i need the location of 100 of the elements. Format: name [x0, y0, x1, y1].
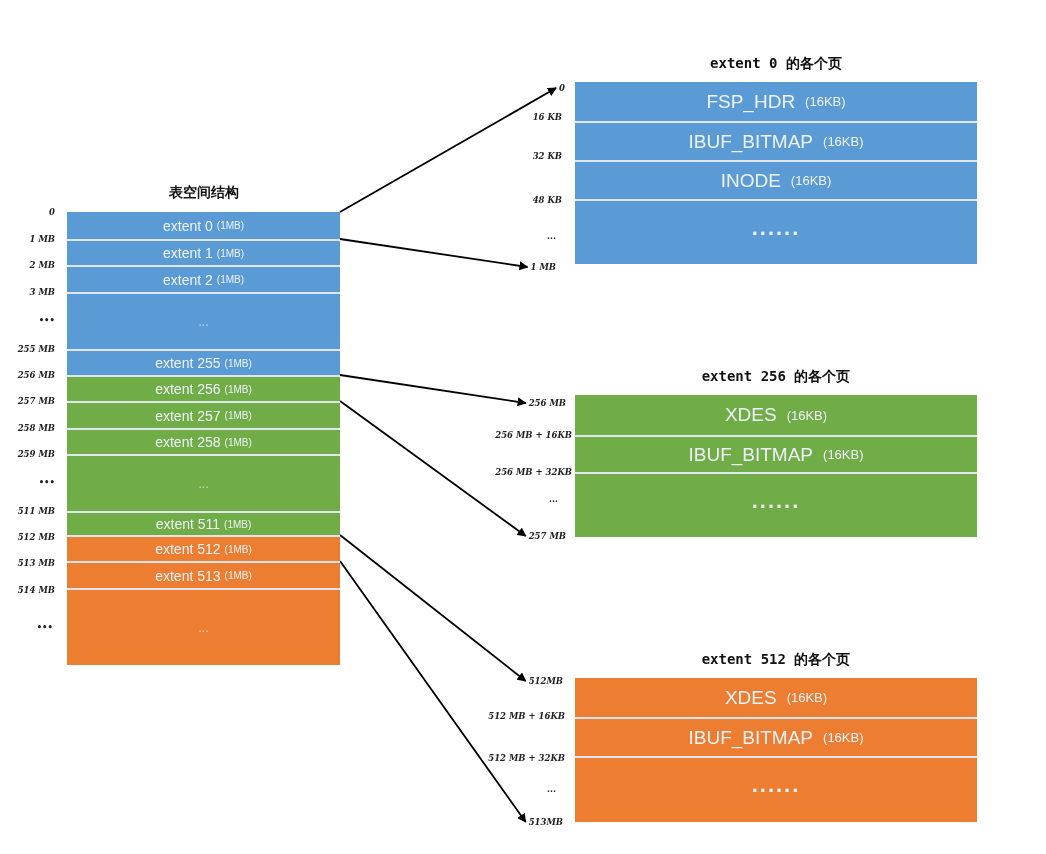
offset-label: 257 MB	[528, 531, 566, 541]
page-row	[575, 435, 977, 472]
arrow	[339, 87, 557, 213]
page-row	[575, 82, 977, 121]
row-label: INODE	[720, 169, 781, 192]
page-row	[575, 717, 977, 756]
arrow	[339, 400, 527, 537]
offset-label: 256 MB + 16KB	[495, 430, 572, 440]
section-heading: extent 512 的各个页	[700, 651, 852, 669]
arrow	[339, 374, 527, 407]
offset-label: 259 MB	[17, 449, 55, 459]
offset-label: 512 MB	[17, 532, 55, 542]
page-row	[575, 160, 977, 199]
extent-row	[67, 535, 340, 561]
size-label: (1MB)	[224, 543, 252, 555]
offset-label: 3 MB	[29, 287, 55, 297]
offset-label: •••	[38, 315, 55, 325]
size-label: (1MB)	[224, 436, 252, 448]
row-label: ......	[751, 487, 801, 514]
offset-label: 512 MB + 32KB	[488, 753, 565, 763]
size-label: (1MB)	[224, 357, 252, 369]
row-label: XDES	[724, 404, 777, 426]
size-label: (1MB)	[224, 570, 252, 581]
section-heading: extent 256 的各个页	[700, 368, 852, 386]
offset-label: 511 MB	[17, 506, 55, 516]
size-label: (1MB)	[216, 274, 245, 285]
row-label: extent 258	[155, 434, 221, 450]
offset-label: 255 MB	[17, 344, 55, 354]
page-row	[575, 678, 977, 717]
offset-label: ...	[549, 494, 558, 504]
size-label: (16KB)	[786, 407, 828, 423]
row-label: extent 257	[155, 407, 221, 424]
size-label: (16KB)	[790, 173, 832, 188]
extent-row	[67, 454, 340, 511]
offset-label: 2 MB	[29, 260, 55, 270]
extent-row	[67, 239, 340, 265]
offset-label: 0	[559, 83, 565, 93]
row-label: extent 1	[162, 245, 213, 261]
offset-label: 514 MB	[17, 585, 55, 595]
size-label: (1MB)	[224, 383, 252, 395]
offset-label: 0	[49, 207, 55, 217]
extent-row	[67, 428, 340, 454]
offset-label: 256 MB + 32KB	[495, 467, 572, 477]
row-label: ...	[198, 476, 209, 491]
offset-label: 258 MB	[17, 423, 55, 433]
extent-row	[67, 511, 340, 535]
extent-row	[67, 265, 340, 292]
arrow	[339, 238, 529, 271]
size-label: (1MB)	[224, 410, 252, 421]
row-label: extent 2	[162, 271, 213, 288]
row-label: extent 513	[155, 567, 221, 584]
offset-label: •••	[36, 622, 53, 632]
offset-label: 513 MB	[17, 558, 55, 568]
extent-row	[67, 561, 340, 588]
offset-label: 256 MB	[528, 398, 566, 408]
offset-label: 16 KB	[532, 112, 562, 122]
row-label: IBUF_BITMAP	[688, 443, 814, 466]
row-label: ......	[751, 772, 801, 798]
size-label: (16KB)	[805, 94, 846, 109]
row-label: IBUF_BITMAP	[688, 726, 814, 749]
size-label: (1MB)	[216, 247, 245, 259]
size-label: (16KB)	[823, 447, 864, 462]
size-label: (1MB)	[224, 518, 252, 530]
page-row	[575, 395, 977, 435]
size-label: (16KB)	[823, 730, 864, 745]
row-label: XDES	[724, 686, 777, 709]
row-label: FSP_HDR	[706, 90, 796, 113]
row-label: extent 0	[162, 217, 213, 234]
row-label: ......	[751, 214, 801, 241]
page-row	[575, 756, 977, 822]
offset-label: ...	[547, 784, 556, 794]
offset-label: •••	[38, 477, 55, 487]
row-label: extent 255	[155, 355, 221, 371]
extent-row	[67, 292, 340, 349]
extent-row	[67, 588, 340, 665]
extent-row	[67, 212, 340, 239]
offset-label: 512MB	[528, 676, 563, 686]
extent-row	[67, 375, 340, 401]
page-row	[575, 472, 977, 537]
page-row	[575, 199, 977, 264]
offset-label: ...	[547, 231, 556, 241]
offset-label: 1 MB	[530, 262, 556, 272]
row-label: extent 511	[155, 516, 221, 532]
size-label: (16KB)	[823, 134, 864, 149]
offset-label: 256 MB	[17, 370, 55, 380]
section-heading: 表空间结构	[167, 184, 240, 202]
section-heading: extent 0 的各个页	[709, 55, 843, 73]
size-label: (1MB)	[216, 220, 245, 231]
extent-row	[67, 349, 340, 375]
extent-row	[67, 401, 340, 428]
row-label: extent 512	[155, 541, 221, 557]
arrow	[339, 560, 527, 823]
row-label: ...	[198, 314, 209, 329]
row-label: ...	[198, 620, 209, 635]
size-label: (16KB)	[786, 690, 828, 705]
offset-label: 257 MB	[17, 396, 55, 406]
page-row	[575, 121, 977, 160]
arrow	[339, 534, 527, 682]
row-label: extent 256	[155, 381, 221, 397]
offset-label: 1 MB	[29, 234, 55, 244]
